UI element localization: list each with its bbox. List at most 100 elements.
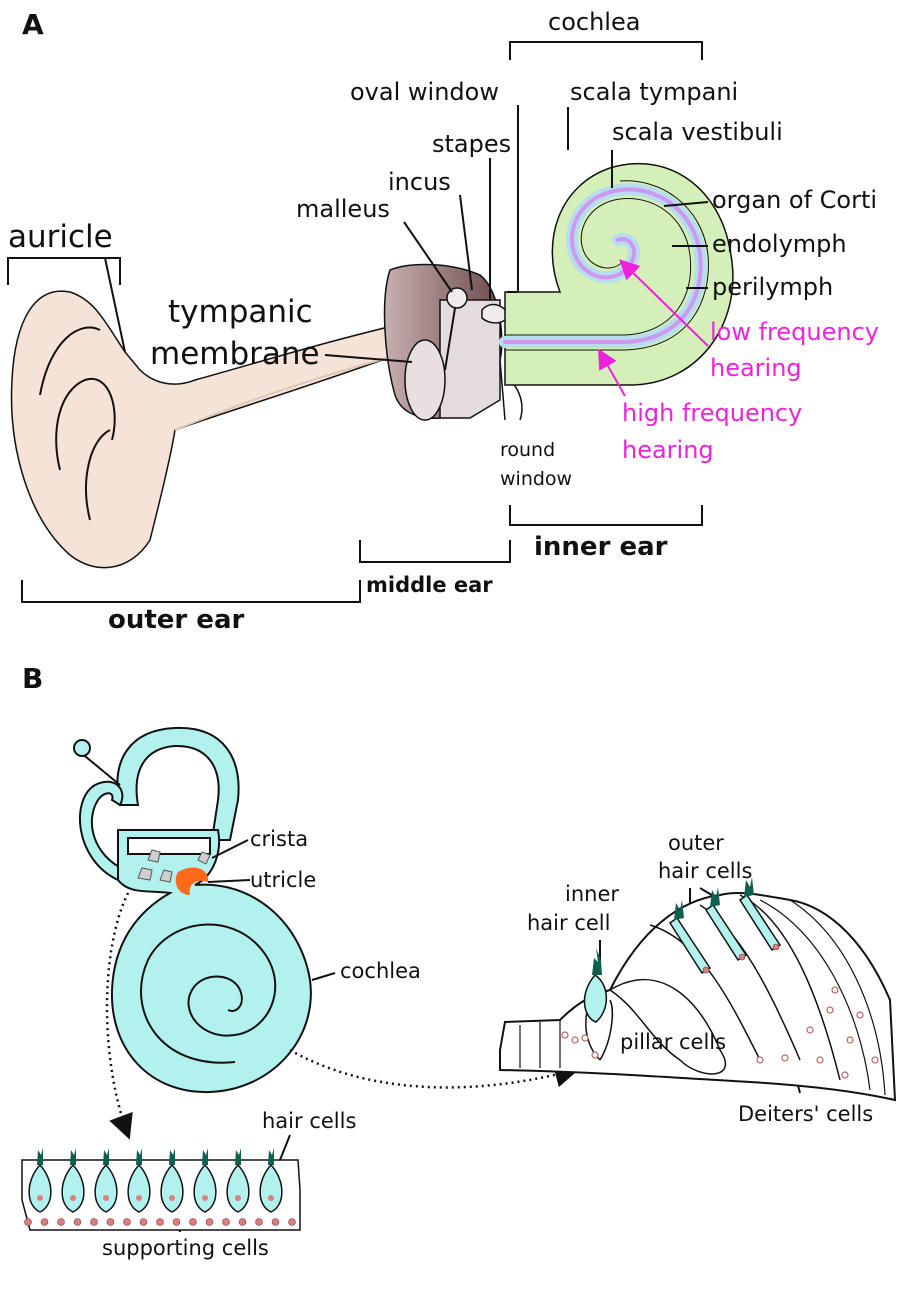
supporting-cell-nucleus xyxy=(172,1218,181,1226)
hair-cell-strip xyxy=(21,1148,301,1231)
cell-nucleus xyxy=(781,1054,789,1062)
label-low-frequency-hearing: hearing xyxy=(710,354,802,382)
cell-nucleus xyxy=(571,1036,579,1044)
tympanic-membrane-shape xyxy=(404,339,446,421)
stereocilia xyxy=(136,1148,142,1165)
label-low-frequency: low frequency xyxy=(710,318,879,346)
cell-nucleus xyxy=(816,1056,824,1064)
label-auricle: auricle xyxy=(8,219,113,255)
label-pillar-cells: pillar cells xyxy=(620,1030,726,1054)
stereocilia xyxy=(710,887,720,907)
corti-nuclei xyxy=(561,986,879,1079)
organ-of-corti-section xyxy=(499,877,897,1102)
cell-nucleus xyxy=(871,1056,879,1064)
label-deiters-cells: Deiters' cells xyxy=(738,1102,873,1126)
label-supporting-cells: supporting cells xyxy=(102,1236,269,1260)
hair-cell-nucleus xyxy=(103,1195,109,1201)
cell-nucleus xyxy=(846,1036,854,1044)
panel-a: A xyxy=(7,8,879,635)
supporting-cell-nucleus xyxy=(139,1218,148,1226)
hair-cell-nucleus xyxy=(70,1195,76,1201)
cell-nucleus xyxy=(831,986,839,994)
label-scala-tympani: scala tympani xyxy=(570,78,738,106)
outer-hair-cell-nucleus xyxy=(738,953,746,961)
panel-b-letter: B xyxy=(22,662,43,695)
supporting-cell-nucleus xyxy=(40,1218,49,1226)
outer-hair-cell xyxy=(704,903,748,962)
outer-hair-cells-row xyxy=(668,877,782,975)
label-round: round xyxy=(500,439,555,461)
cell-nucleus xyxy=(561,1031,569,1039)
supporting-cell-nucleus xyxy=(90,1218,98,1226)
label-inner-hair-cell: hair cell xyxy=(527,911,610,935)
supporting-cell-nucleus xyxy=(156,1218,164,1226)
outer-hair-cell-nucleus xyxy=(702,966,710,974)
hair-cell-nucleus xyxy=(37,1195,43,1201)
hair-cell xyxy=(160,1163,184,1213)
supporting-cell-nucleus xyxy=(205,1218,214,1226)
hair-cell xyxy=(259,1163,283,1213)
cell-nucleus xyxy=(591,1051,599,1059)
stereocilia xyxy=(235,1148,241,1165)
label-outer: outer xyxy=(668,831,724,855)
label-outer-hair-cells: hair cells xyxy=(658,859,752,883)
label-window: window xyxy=(500,468,572,490)
label-perilymph: perilymph xyxy=(712,273,833,301)
stereocilia xyxy=(674,900,684,920)
inner-ear-bracket xyxy=(509,505,703,526)
cell-nucleus xyxy=(856,1011,864,1019)
cochlea-bracket xyxy=(509,41,703,60)
supporting-cell-nucleus xyxy=(222,1218,230,1226)
stereocilia xyxy=(202,1148,208,1165)
label-high-frequency: high frequency xyxy=(622,399,802,427)
stapes-shape xyxy=(481,303,509,324)
hair-cell xyxy=(226,1163,250,1213)
label-incus: incus xyxy=(388,168,451,196)
label-outer-ear: outer ear xyxy=(108,605,244,635)
hair-cell xyxy=(61,1163,85,1213)
outer-hair-cell-nucleus xyxy=(772,943,780,951)
label-scala-vestibuli: scala vestibuli xyxy=(612,118,783,146)
hair-cell-nucleus xyxy=(202,1195,208,1201)
utricle-shape xyxy=(175,867,209,895)
label-stapes: stapes xyxy=(432,130,511,158)
outer-ear-shape xyxy=(10,290,422,569)
middle-ear-shape xyxy=(383,263,523,421)
label-high-frequency-hearing: hearing xyxy=(622,436,714,464)
outer-ear-bracket xyxy=(21,580,361,603)
hair-cell-nucleus xyxy=(169,1195,175,1201)
supporting-cell-nucleus xyxy=(123,1218,131,1226)
hair-cell xyxy=(127,1163,151,1213)
supporting-cell-nucleus xyxy=(189,1218,197,1226)
labyrinth-shape xyxy=(73,726,312,1094)
supporting-cell-nucleus xyxy=(238,1218,247,1226)
auricle-bracket xyxy=(7,257,121,285)
stereocilia xyxy=(70,1148,76,1165)
middle-ear-bracket xyxy=(359,540,511,563)
hair-cell-nucleus xyxy=(268,1195,274,1201)
cochlea-shape xyxy=(499,162,734,386)
outer-hair-cell xyxy=(668,916,712,975)
stereocilia xyxy=(37,1148,43,1165)
outer-hair-cell xyxy=(738,893,782,952)
supporting-cell-nucleus xyxy=(255,1218,263,1226)
hair-cell xyxy=(193,1163,217,1213)
label-crista: crista xyxy=(250,827,308,851)
stereocilia xyxy=(169,1148,175,1165)
cell-nucleus xyxy=(581,1034,589,1042)
cell-nucleus xyxy=(841,1071,849,1079)
label-cochlea: cochlea xyxy=(548,8,640,36)
hair-cell-nucleus xyxy=(235,1195,241,1201)
stereocilia xyxy=(103,1148,109,1165)
label-malleus: malleus xyxy=(296,195,390,223)
label-endolymph: endolymph xyxy=(712,230,847,258)
supporting-cells-row xyxy=(24,1218,296,1226)
supporting-cell-nucleus xyxy=(271,1218,280,1226)
supporting-cell-nucleus xyxy=(57,1218,65,1226)
hair-cell-nucleus xyxy=(136,1195,142,1201)
cell-nucleus xyxy=(806,1026,814,1034)
label-cochlea-b: cochlea xyxy=(340,959,421,983)
supporting-cell-nucleus xyxy=(288,1218,296,1226)
label-inner: inner xyxy=(565,882,619,906)
